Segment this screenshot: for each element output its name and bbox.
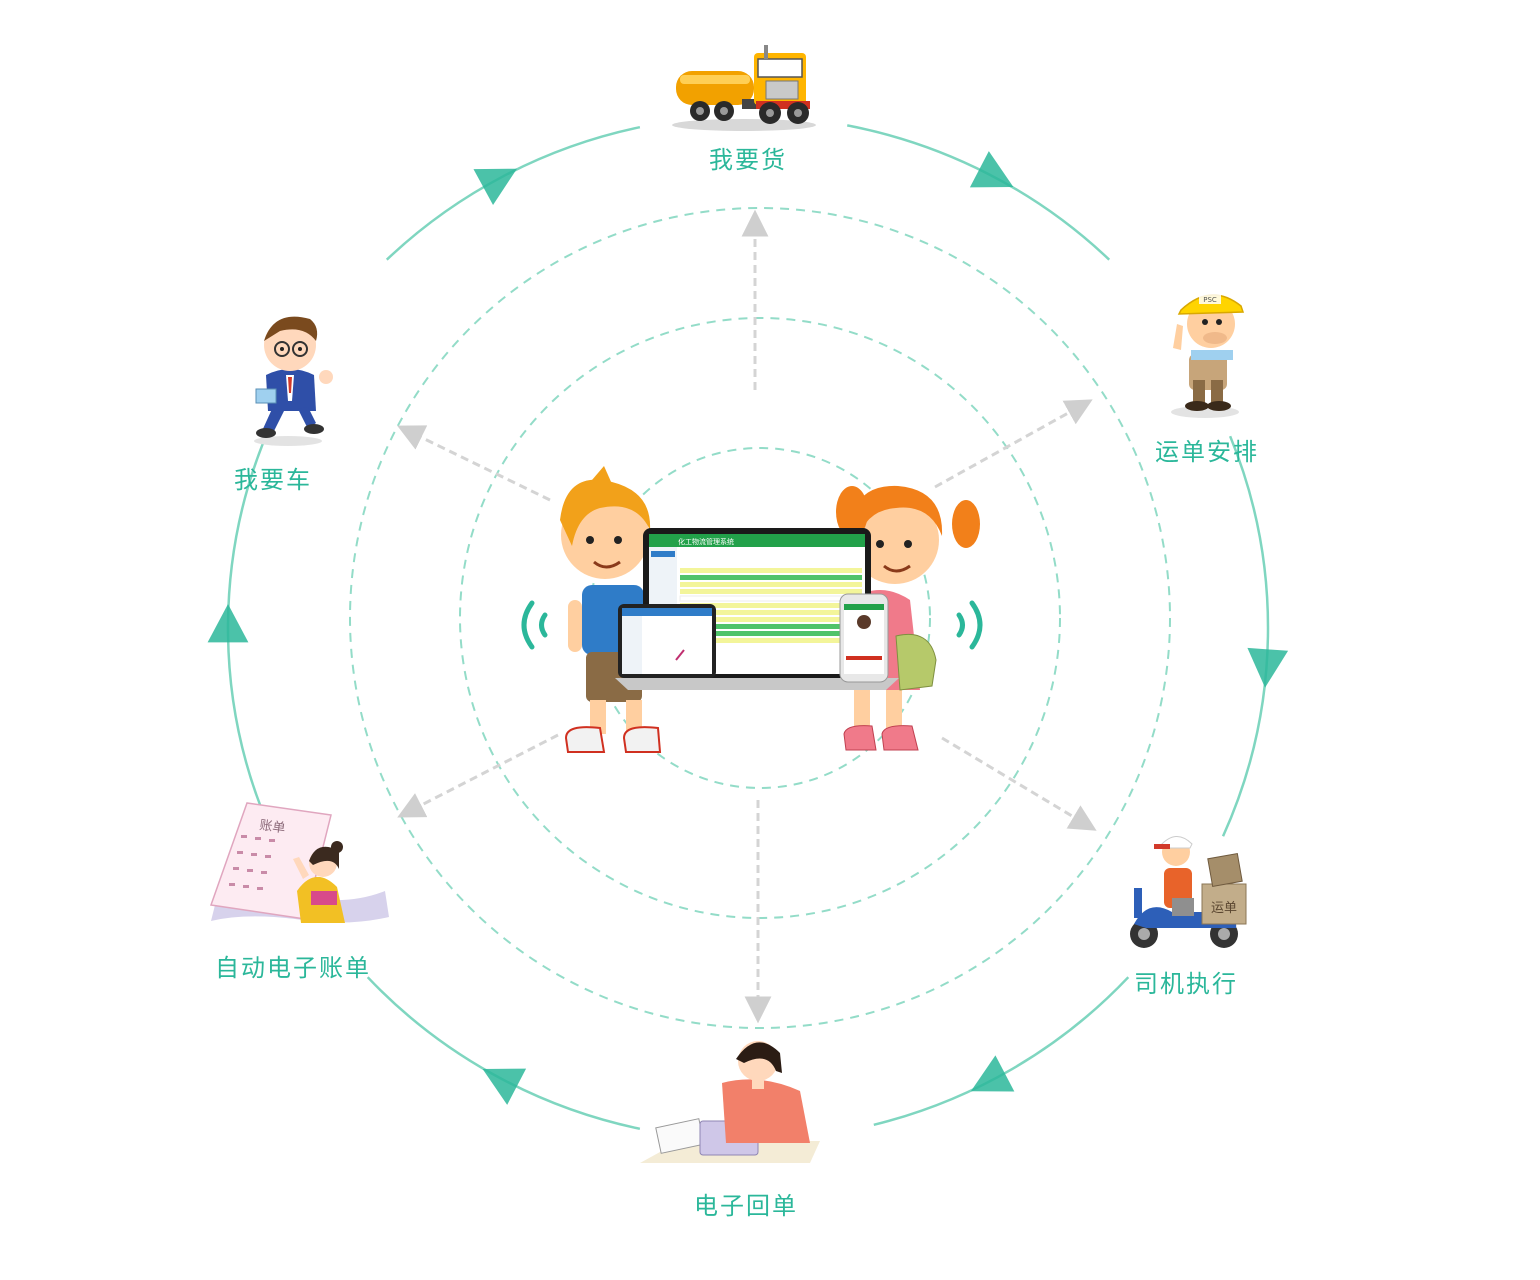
direction-arrow-icon <box>969 151 1014 188</box>
node-label-auto-electronic-bill: 自动电子账单 <box>215 954 371 982</box>
hat-text: PSC <box>1203 296 1217 304</box>
cycle-direction-arrows <box>207 151 1289 1105</box>
node-label-want-vehicle: 我要车 <box>234 466 312 494</box>
direction-arrow-icon <box>1247 647 1289 688</box>
node-label-want-goods: 我要货 <box>709 146 787 174</box>
bill-paper-text: 账单 <box>258 818 286 836</box>
spoke-upper-left <box>397 425 551 502</box>
direction-arrow-icon <box>207 604 249 643</box>
outer-ring-arc <box>1221 435 1270 837</box>
laptop: 化工物流管理系统 <box>615 528 899 690</box>
signal-right-icon <box>956 600 983 650</box>
worker-hardhat-icon: PSC <box>1171 294 1245 418</box>
direction-arrow-icon <box>473 168 517 205</box>
node-label-electronic-receipt: 电子回单 <box>694 1192 798 1220</box>
tanker-truck-icon <box>672 45 816 131</box>
center-devices-illustration: 化工物流管理系统 <box>521 466 983 753</box>
scooter-box-text: 运单 <box>1211 901 1237 916</box>
office-woman-laptop-icon <box>640 1041 820 1163</box>
dashed-ring-outer <box>349 207 1171 1029</box>
outer-ring-arc <box>846 124 1111 261</box>
direction-arrow-icon <box>482 1068 527 1105</box>
node-label-driver-execution: 司机执行 <box>1134 970 1238 998</box>
laptop-table-rows <box>679 568 863 643</box>
bill-document-icon: 账单 <box>209 802 389 923</box>
direction-arrow-icon <box>970 1055 1015 1092</box>
dashed-ring-middle <box>459 317 1061 919</box>
boy-character <box>560 466 662 753</box>
outer-ring-arc <box>873 976 1130 1127</box>
outer-ring-arc <box>366 976 641 1131</box>
spoke-lower-right <box>941 736 1097 831</box>
signal-left-icon <box>521 600 548 650</box>
businessman-running-icon <box>254 316 333 446</box>
laptop-app-title: 化工物流管理系统 <box>678 537 734 546</box>
node-label-waybill-arrangement: 运单安排 <box>1155 438 1259 466</box>
outer-ring-arc <box>385 125 641 261</box>
spoke-upper-right <box>934 399 1093 489</box>
delivery-scooter-icon: 运单 <box>1130 836 1247 948</box>
spoke-lower-left <box>397 733 559 818</box>
center-spokes <box>397 209 1097 1024</box>
